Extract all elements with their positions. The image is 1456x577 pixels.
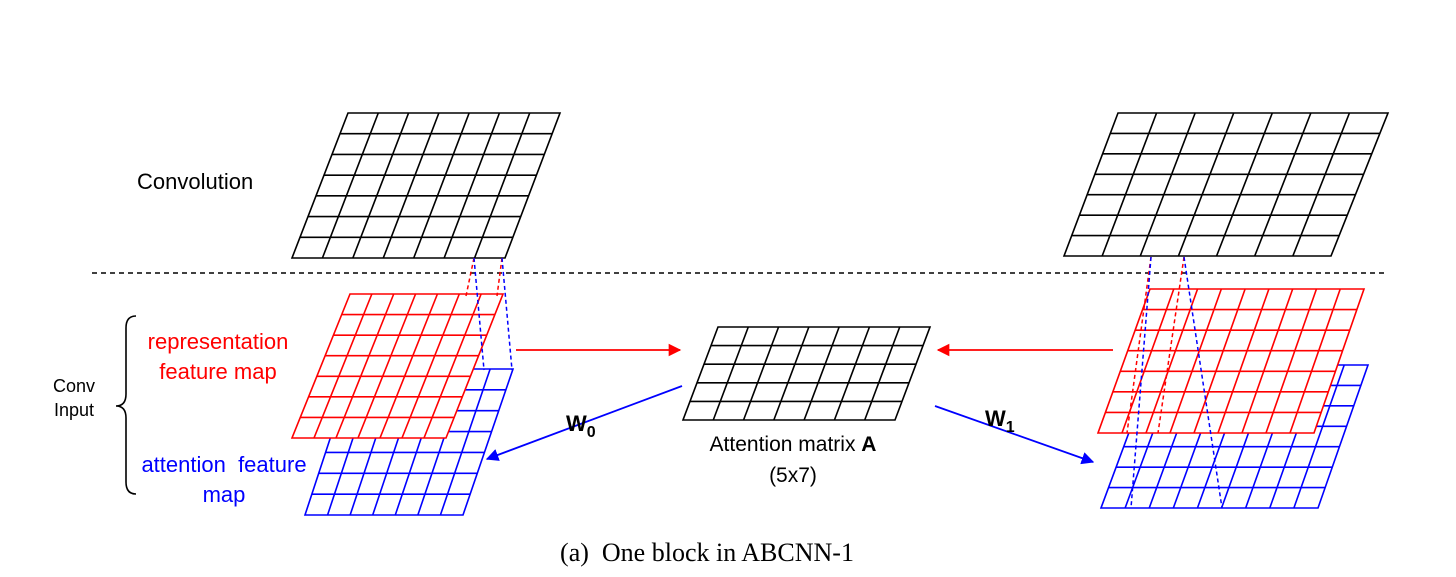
- figure-caption: (a) One block in ABCNN-1: [560, 538, 854, 567]
- grid-column-line: [1145, 288, 1199, 434]
- grid-outline: [290, 112, 562, 259]
- grid-column-line: [1193, 288, 1246, 434]
- grid-column-line: [1121, 288, 1175, 434]
- grid-column-line: [412, 112, 470, 259]
- w0-label: W0: [566, 411, 596, 441]
- grid-column-line: [1241, 288, 1294, 434]
- grid-column-line: [357, 293, 417, 439]
- attention-matrix-text: Attention matrix: [710, 433, 862, 456]
- grid-column-line: [1289, 288, 1341, 434]
- attention-label-line1: attention feature: [141, 452, 306, 477]
- w0-base: W: [566, 411, 587, 436]
- grid-column-line: [742, 326, 780, 421]
- grid-column-line: [352, 112, 410, 259]
- representation-label-line2: feature map: [159, 359, 276, 384]
- grid-outline: [290, 293, 505, 439]
- grid-column-line: [379, 293, 439, 439]
- grid-column-line: [773, 326, 810, 421]
- grid-column-line: [1293, 364, 1345, 509]
- grid-column-line: [712, 326, 750, 421]
- grid-column-line: [382, 112, 440, 259]
- grid-column-line: [1215, 112, 1274, 257]
- right-convolution-grid: [1062, 112, 1390, 257]
- grid-column-line: [335, 293, 395, 439]
- matrix-to-right-attention-arrow: [934, 405, 1095, 465]
- grid-column-line: [313, 293, 373, 439]
- grid-column-line: [1177, 112, 1235, 257]
- grid-column-line: [1217, 288, 1270, 434]
- grid-column-line: [833, 326, 871, 421]
- grid-column-line: [863, 326, 901, 421]
- grid-column-line: [473, 112, 531, 259]
- w1-label: W1: [985, 406, 1015, 436]
- grid-column-line: [439, 368, 491, 516]
- convolution-label: Convolution: [137, 169, 253, 194]
- right-representation-feature-map-grid: [1096, 288, 1366, 434]
- grid-column-line: [1253, 112, 1312, 257]
- w0-subscript: 0: [587, 424, 596, 441]
- grid-column-line: [423, 293, 482, 439]
- attention-matrix-dims: (5x7): [769, 464, 817, 487]
- w1-subscript: 1: [1006, 419, 1015, 436]
- grid-column-line: [401, 293, 461, 439]
- conv-input-label-line1: Conv: [53, 376, 95, 396]
- attention-matrix-symbol: A: [861, 433, 876, 456]
- left-window-projection: [465, 257, 513, 371]
- conv-input-brace: [115, 315, 137, 495]
- conv-input-label-line2: Input: [54, 400, 94, 420]
- left-convolution-grid: [290, 112, 562, 259]
- left-representation-feature-map-grid: [290, 293, 505, 439]
- grid-column-line: [443, 112, 501, 259]
- grid-column-line: [1292, 112, 1351, 257]
- right-window-projection: [1126, 256, 1223, 509]
- grid-column-line: [1169, 288, 1223, 434]
- w1-base: W: [985, 406, 1006, 431]
- attention-label-line2: map: [203, 482, 246, 507]
- matrix-to-left-attention-arrow: [485, 385, 683, 461]
- grid-outline: [681, 326, 932, 421]
- attention-matrix-label: Attention matrix A: [710, 433, 877, 456]
- representation-label-line1: representation: [148, 329, 289, 354]
- grid-column-line: [321, 112, 380, 259]
- grid-column-line: [1139, 112, 1196, 257]
- grid-column-line: [1265, 288, 1318, 434]
- grid-column-line: [1101, 112, 1158, 257]
- grid-column-line: [803, 326, 840, 421]
- attention-matrix-grid: [681, 326, 932, 421]
